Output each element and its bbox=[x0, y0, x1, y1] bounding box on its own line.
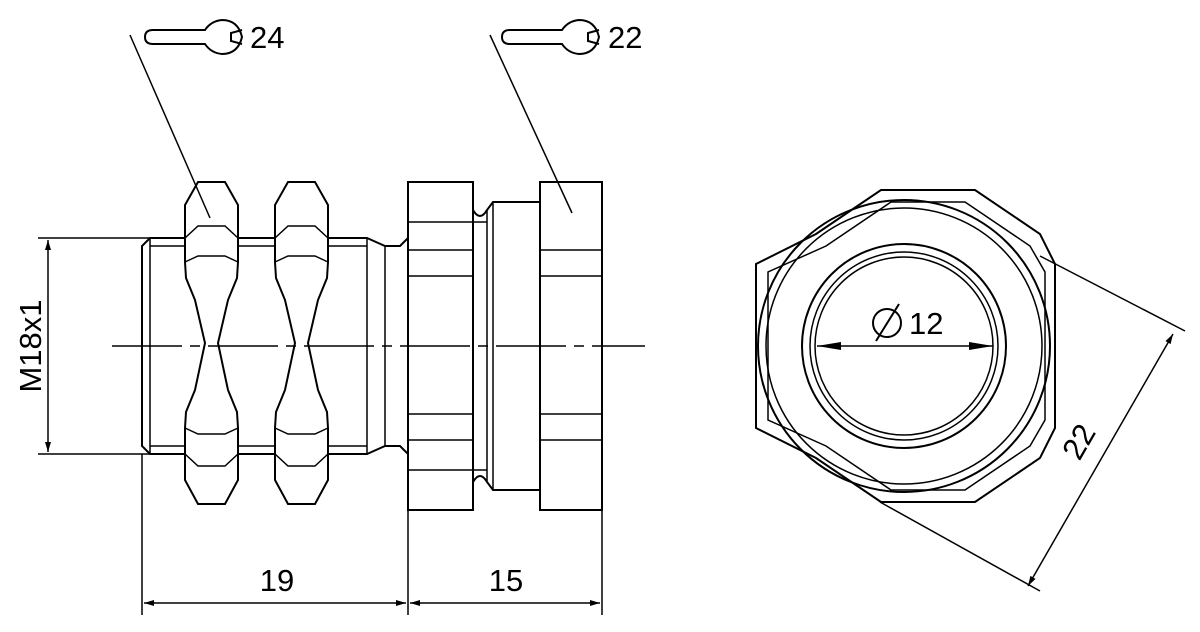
wrench-size-right: 22 bbox=[608, 20, 642, 55]
length-b-label: 15 bbox=[489, 563, 523, 598]
length-a-label: 19 bbox=[260, 563, 294, 598]
front-view: 12 22 bbox=[755, 189, 1186, 592]
wrench-size-left: 24 bbox=[250, 20, 284, 55]
wrench-icon bbox=[500, 18, 601, 56]
diameter-label: 12 bbox=[909, 306, 943, 341]
wrench-icon bbox=[143, 18, 244, 56]
leader-line-right bbox=[489, 34, 573, 214]
thread-label: M18x1 bbox=[13, 299, 48, 392]
lock-nut-2 bbox=[274, 181, 329, 505]
length-dimensions: 19 15 bbox=[141, 454, 603, 615]
thread-dimension: M18x1 bbox=[13, 237, 150, 455]
leader-line-left bbox=[129, 34, 211, 219]
diameter-symbol-icon bbox=[872, 303, 902, 342]
across-flats-label: 22 bbox=[1055, 418, 1103, 465]
side-view: 24 22 M18x1 19 15 bbox=[13, 18, 645, 615]
inner-ring bbox=[801, 243, 1007, 449]
inner-ring-2 bbox=[809, 251, 999, 441]
lock-nut-1 bbox=[184, 181, 239, 505]
